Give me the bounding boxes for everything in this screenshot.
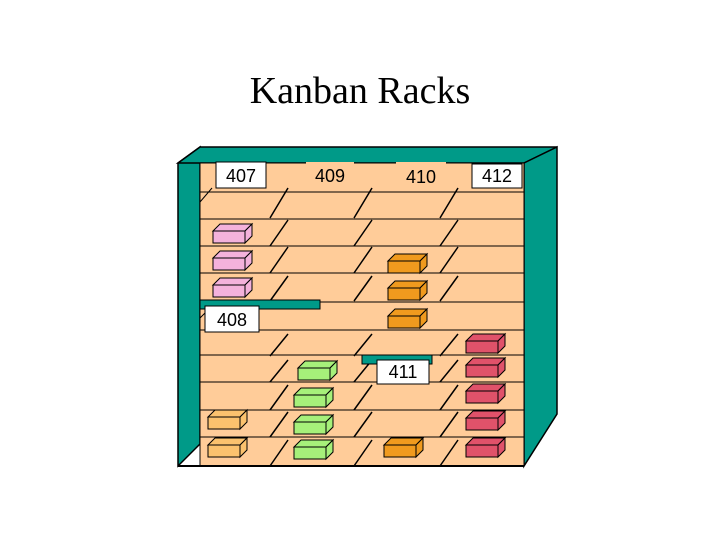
column-divider [439, 187, 459, 219]
label-410: 410 [396, 162, 446, 190]
gap-strip-upper [199, 299, 321, 310]
bin-pink [211, 276, 254, 299]
label-408: 408 [204, 305, 260, 333]
rack-right-wall [523, 145, 558, 469]
label-410-text: 410 [406, 167, 436, 187]
column-divider [269, 439, 289, 467]
column-divider [439, 333, 459, 357]
bin-orange [382, 436, 425, 459]
column-divider [353, 411, 373, 438]
column-divider [269, 411, 289, 438]
bin-red [464, 436, 507, 459]
bin-light-orange [206, 436, 249, 459]
rack-top-panel [175, 146, 558, 164]
bin-green [292, 386, 335, 409]
column-divider [439, 246, 459, 274]
column-divider [269, 246, 289, 274]
label-411: 411 [376, 359, 430, 385]
bin-orange [386, 252, 429, 275]
bin-green [292, 438, 335, 461]
column-divider [353, 246, 373, 274]
label-407: 407 [215, 161, 267, 189]
column-divider [269, 359, 289, 383]
label-409: 409 [306, 162, 354, 188]
column-divider [269, 219, 289, 247]
label-407-text: 407 [226, 166, 256, 186]
column-divider [439, 384, 459, 411]
column-divider [439, 359, 459, 383]
column-divider [353, 187, 373, 219]
rack-left-wall [177, 145, 201, 468]
bin-green [296, 359, 339, 382]
bin-red [464, 356, 507, 379]
column-divider [269, 187, 289, 219]
label-411-text: 411 [389, 362, 418, 382]
column-divider [353, 275, 373, 302]
bin-green [292, 413, 335, 436]
column-divider [439, 411, 459, 438]
label-409-text: 409 [315, 166, 345, 186]
bin-red [464, 332, 507, 355]
bin-pink [211, 222, 254, 245]
column-divider [439, 219, 459, 247]
bin-red [464, 382, 507, 405]
column-divider [269, 384, 289, 411]
column-divider [269, 275, 289, 302]
column-divider [269, 333, 289, 357]
column-divider [199, 187, 213, 203]
column-divider [353, 219, 373, 247]
kanban-bins [206, 222, 507, 461]
slide-title: Kanban Racks [249, 70, 471, 112]
column-divider [439, 275, 459, 302]
bin-light-orange [206, 408, 249, 431]
label-412-text: 412 [482, 166, 512, 186]
label-408-text: 408 [217, 310, 247, 330]
column-divider [353, 439, 373, 467]
bin-red [464, 409, 507, 432]
bin-orange [386, 307, 429, 330]
column-divider [439, 439, 459, 467]
bin-orange [386, 279, 429, 302]
column-divider [353, 333, 373, 357]
label-412: 412 [471, 163, 523, 189]
column-divider [353, 384, 373, 411]
bin-pink [211, 249, 254, 272]
